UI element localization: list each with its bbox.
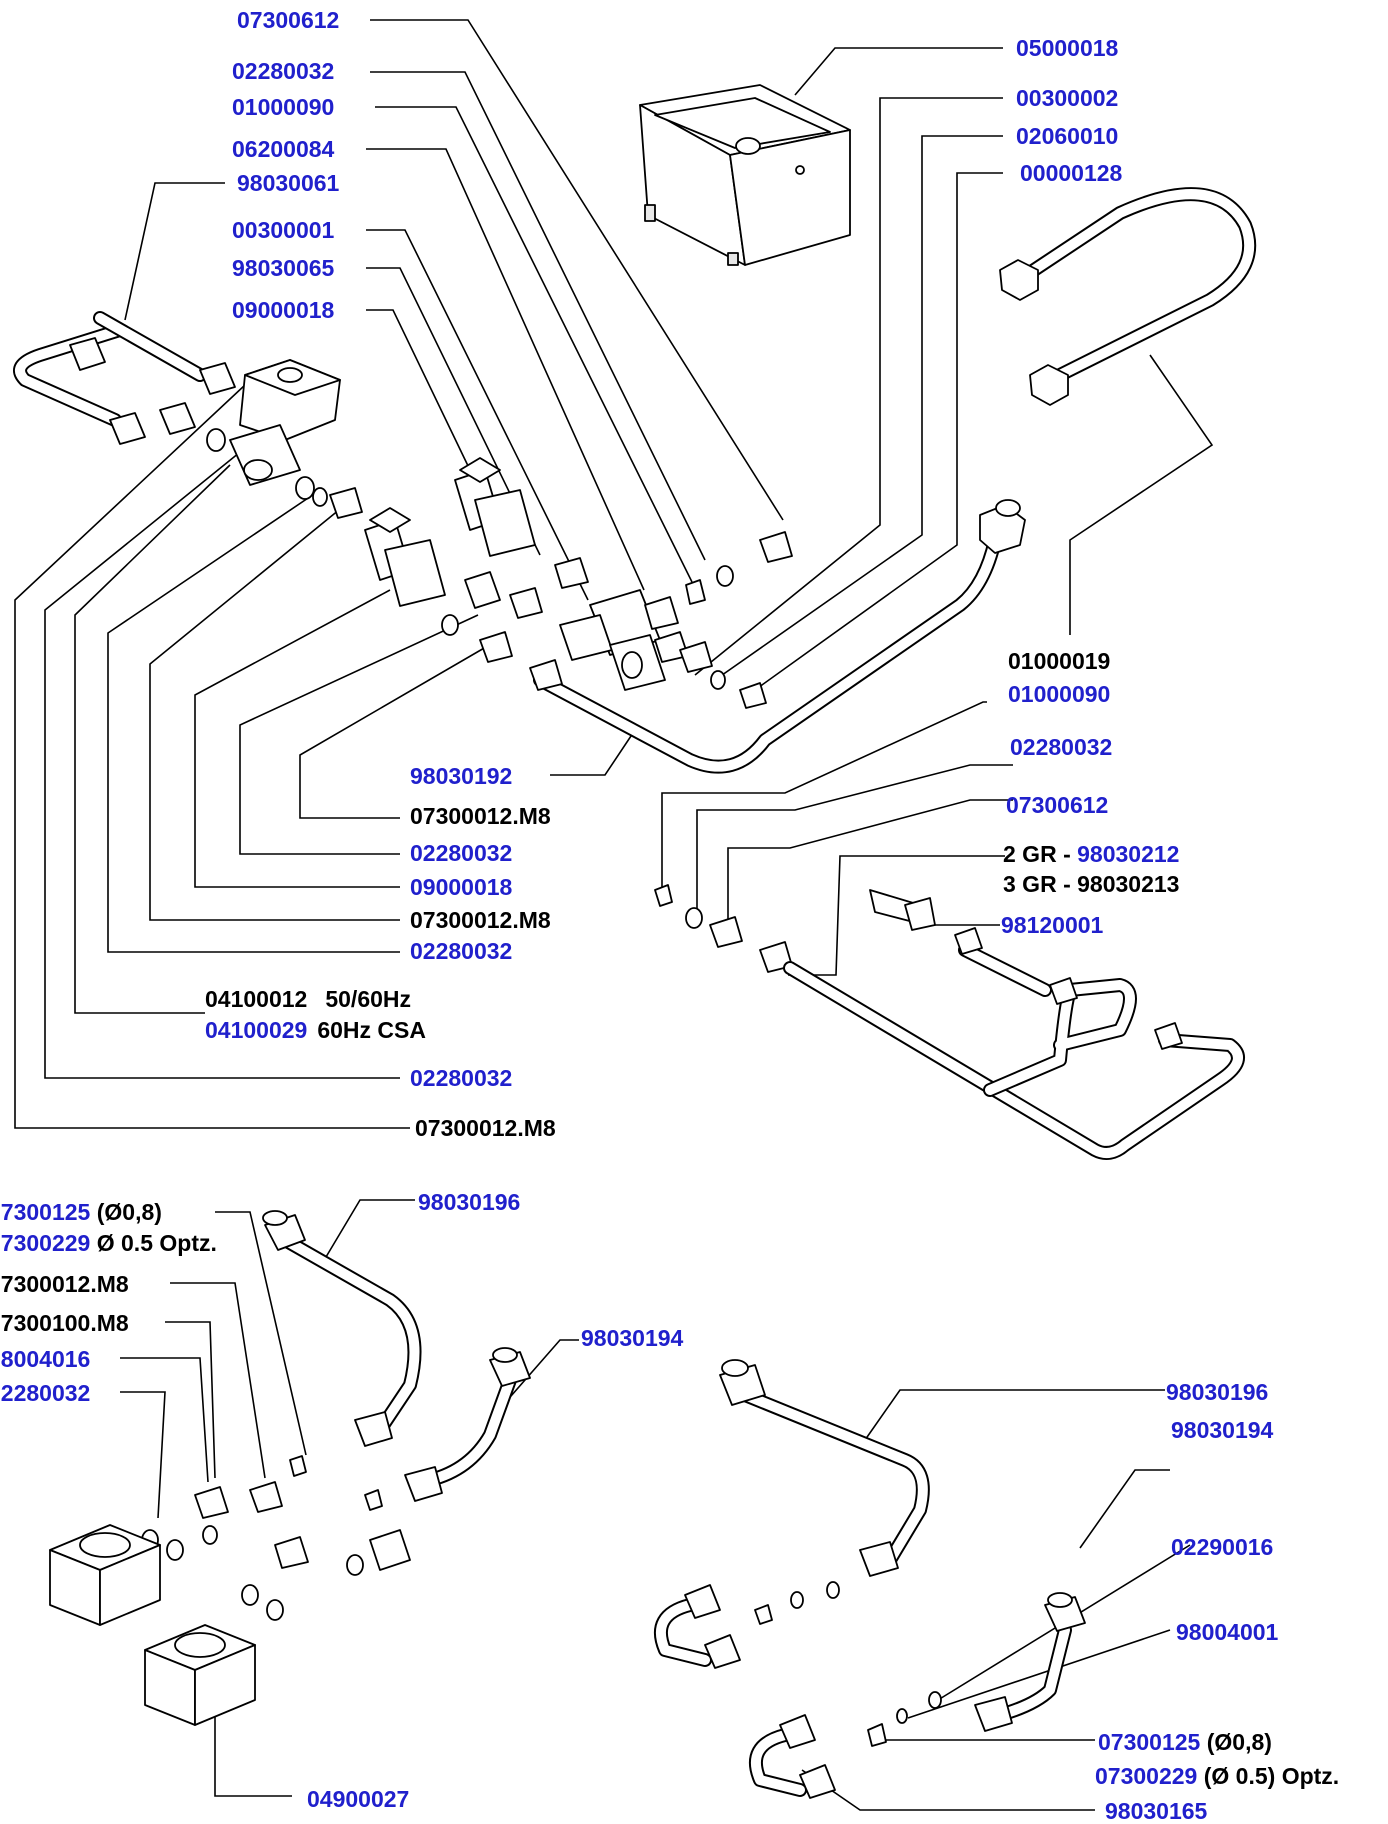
label-02280032-c: 02280032 (410, 1065, 513, 1091)
tap-valve-part (364, 457, 536, 636)
label-98030196-mid: 98030196 (418, 1189, 521, 1215)
label-2gr-98030212: 2 GR - 98030212 (1003, 841, 1180, 867)
label-06200084: 06200084 (232, 136, 335, 162)
small-pipe-part (13, 311, 236, 445)
u-pipe-part (999, 187, 1257, 406)
label-00300002: 00300002 (1016, 85, 1119, 111)
parts-drawing (13, 84, 1257, 1799)
u-fitting-part (654, 1584, 836, 1799)
label-98030065: 98030065 (232, 255, 335, 281)
pipe-98030194-part (404, 1347, 531, 1502)
label-07300125-right: 07300125 (Ø0,8) (1098, 1729, 1272, 1755)
label-98004001: 98004001 (1176, 1619, 1279, 1645)
label-02060010: 02060010 (1016, 123, 1119, 149)
label-04900027: 04900027 (307, 1786, 410, 1812)
hose-nozzle-part (869, 889, 936, 931)
label-07300012-m8-d: 07300012.M8 (0, 1271, 129, 1297)
label-02280032-d: 02280032 (0, 1380, 91, 1406)
label-01000090-right: 01000090 (1008, 681, 1111, 707)
manifold-part (559, 589, 689, 691)
label-98030194-right: 98030194 (1171, 1417, 1274, 1443)
label-3gr-98030213: 3 GR - 98030213 (1003, 871, 1180, 897)
label-02280032: 02280032 (232, 58, 335, 84)
label-01000019: 01000019 (1008, 648, 1111, 674)
pipe-98030212-part (783, 927, 1245, 1161)
label-01000090: 01000090 (232, 94, 335, 120)
label-07300612: 07300612 (237, 7, 340, 33)
label-98030061: 98030061 (237, 170, 340, 196)
label-02290016: 02290016 (1171, 1534, 1274, 1560)
pipe-98030192-part (529, 499, 1026, 774)
label-02280032-right: 02280032 (1010, 734, 1113, 760)
label-98030192: 98030192 (410, 763, 513, 789)
label-98120001: 98120001 (1001, 912, 1104, 938)
label-07300012-m8-c: 07300012.M8 (415, 1115, 556, 1141)
label-09000018-b: 09000018 (410, 874, 513, 900)
label-00300001: 00300001 (232, 217, 335, 243)
label-07300612-right: 07300612 (1006, 792, 1109, 818)
pipe-98030196-part (262, 1210, 422, 1447)
drip-box-part (639, 84, 851, 266)
label-02280032-a: 02280032 (410, 840, 513, 866)
label-98030194-mid: 98030194 (581, 1325, 684, 1351)
label-02280032-b: 02280032 (410, 938, 513, 964)
label-98030196-right: 98030196 (1166, 1379, 1269, 1405)
label-07300125-left: 07300125 (Ø0,8) (0, 1199, 162, 1225)
leader-lines (14, 19, 1214, 1811)
label-98030165: 98030165 (1105, 1798, 1208, 1824)
label-05000018: 05000018 (1016, 35, 1119, 61)
label-98004016: 98004016 (0, 1346, 91, 1372)
solenoid-valve-part (229, 359, 341, 486)
label-07300229-right: 07300229 (Ø 0.5) Optz. (1095, 1763, 1340, 1789)
pipe-98030194-right-part (974, 1592, 1086, 1732)
label-07300012-m8-a: 07300012.M8 (410, 803, 551, 829)
label-07300100-m8: 07300100.M8 (0, 1310, 129, 1336)
heater-block-part (49, 1524, 256, 1726)
label-09000018: 09000018 (232, 297, 335, 323)
label-07300229-left: 07300229 Ø 0.5 Optz. (0, 1230, 217, 1256)
label-07300012-m8-b: 07300012.M8 (410, 907, 551, 933)
pipe-98030196-right-part (719, 1359, 930, 1577)
label-00000128: 00000128 (1020, 160, 1123, 186)
